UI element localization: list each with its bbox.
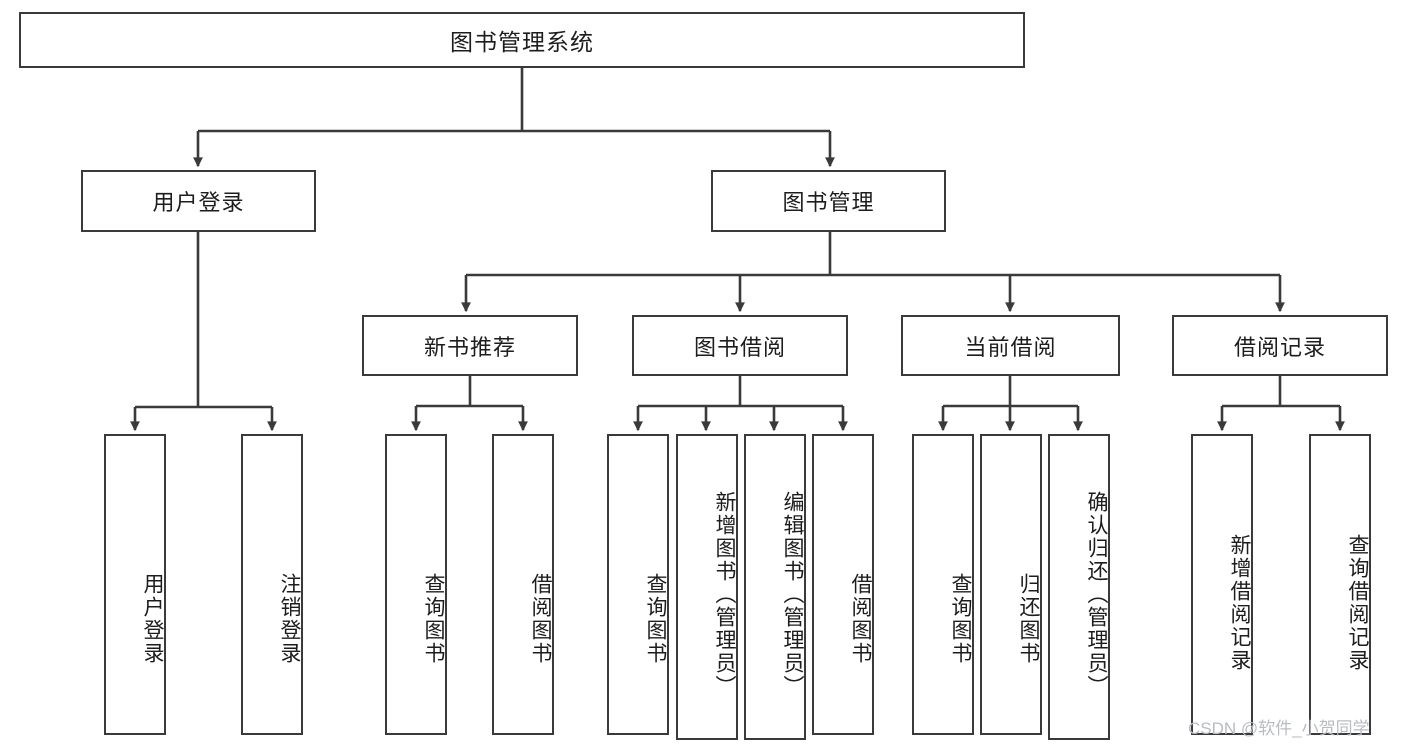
node-new-book-recommendation[interactable]: 新书推荐 [362,315,578,376]
node-current-borrow[interactable]: 当前借阅 [901,315,1120,376]
leaf-borrow-record-add-record[interactable]: 新增借阅记录 [1191,434,1253,735]
node-borrow-record[interactable]: 借阅记录 [1172,315,1388,376]
leaf-book-borrow-borrow-books[interactable]: 借阅图书 [812,434,874,735]
leaf-book-borrow-query-books[interactable]: 查询图书 [607,434,669,735]
csdn-watermark: CSDN @软件_小贺同学 [1188,719,1370,738]
node-book-borrow[interactable]: 图书借阅 [632,315,848,376]
leaf-current-borrow-query-books[interactable]: 查询图书 [912,434,974,735]
node-book-management[interactable]: 图书管理 [711,170,946,232]
leaf-borrow-record-query-record[interactable]: 查询借阅记录 [1309,434,1371,735]
leaf-book-borrow-add-book-admin[interactable]: 新增图书（管理员） [676,434,738,740]
leaf-current-borrow-return-books[interactable]: 归还图书 [980,434,1042,735]
leaf-user-login-logout[interactable]: 注销登录 [241,434,303,735]
leaf-book-borrow-edit-book-admin[interactable]: 编辑图书（管理员） [744,434,806,740]
leaf-current-borrow-confirm-return-admin[interactable]: 确认归还（管理员） [1048,434,1110,740]
leaf-user-login-login[interactable]: 用户登录 [104,434,166,735]
node-user-login[interactable]: 用户登录 [81,170,316,232]
leaf-new-book-query-books[interactable]: 查询图书 [385,434,447,735]
node-root-book-management-system[interactable]: 图书管理系统 [19,12,1025,68]
leaf-new-book-borrow-books[interactable]: 借阅图书 [492,434,554,735]
